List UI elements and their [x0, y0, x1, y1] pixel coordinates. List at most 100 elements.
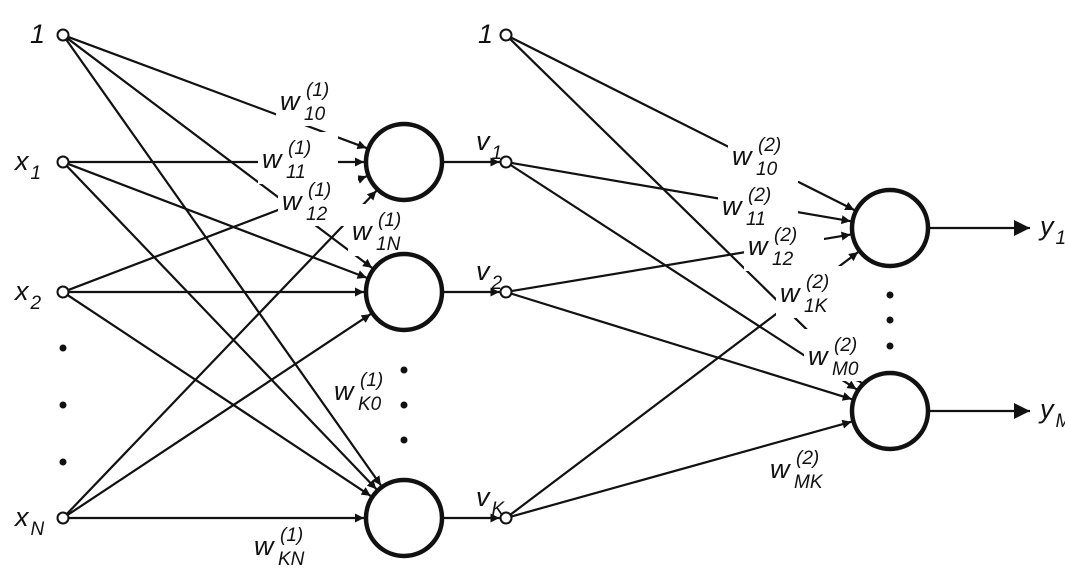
edge-v0-o0: [510, 36, 855, 212]
weight-layer1-1N-superscript: (1): [378, 210, 401, 231]
weight-layer1-K0: w(1) K0: [334, 370, 383, 415]
input-node-x1: [56, 155, 70, 169]
input-node-xN: [56, 511, 70, 525]
weight-layer1-10-subscript: 10: [304, 104, 326, 125]
hidden-output-label-v2-symbol: v: [476, 256, 491, 286]
output-label-yM: yM: [1038, 394, 1065, 432]
weight-layer1-1N-bg: [348, 204, 428, 256]
label-backgrounds: [258, 74, 884, 381]
input-ellipsis-dot-1: [59, 401, 67, 409]
weight-layer1-KN-superscript: (1): [280, 525, 303, 546]
weight-layer2-1K-bg: [776, 266, 856, 318]
output-label-y1: y1: [1038, 211, 1065, 249]
edge-in0-h1: [66, 37, 373, 269]
weight-layer1-K0-symbol: w: [334, 376, 355, 406]
weight-layer2-M0-symbol: w: [808, 341, 829, 371]
hidden-output-label-bias2: 1: [478, 19, 493, 49]
hidden-neuron-2: [363, 251, 445, 333]
weight-layer1-1N-subscript: 1N: [376, 234, 401, 255]
input-label-bias1-symbol: 1: [30, 19, 45, 49]
labels: 1x1x2xN1v1v2vKy1yMw(1)10w(1)11w(1)12w(1)…: [13, 19, 1065, 570]
weight-layer1-K0-superscript: (1): [360, 370, 383, 391]
input-label-x1-subscript: 1: [31, 163, 42, 184]
output-ellipsis-dot-2: [886, 342, 894, 350]
weight-layer1-12-subscript: 12: [306, 204, 328, 225]
output-neuron-1: [849, 187, 931, 269]
hidden-output-label-v2-subscript: 2: [491, 273, 503, 294]
weight-layer1-12: w(1)12: [282, 180, 331, 225]
output-neuron-2: [849, 370, 931, 452]
weight-layer1-KN-symbol: w: [254, 531, 275, 561]
weight-layer2-MK-symbol: w: [770, 454, 791, 484]
hidden-output-node-v2: [499, 285, 513, 299]
weight-layer2-12-subscript: 12: [772, 249, 794, 270]
hidden-output-node-bias2: [499, 28, 513, 42]
output-ellipsis-dot-1: [886, 316, 894, 324]
weight-layer2-M0-superscript: (2): [834, 335, 857, 356]
weight-layer2-1K-superscript: (2): [806, 272, 829, 293]
weight-layer2-10-bg: [728, 129, 808, 181]
hidden-output-label-vK-subscript: K: [492, 499, 506, 520]
weight-layer2-MK: w(2) MK: [770, 448, 824, 493]
edge-in3-h0: [66, 190, 378, 515]
weight-layer1-11: w(1)11: [262, 138, 311, 183]
edge-in2-h2: [66, 294, 372, 497]
edge-in0-h0: [67, 35, 367, 150]
weight-layer1-11-subscript: 11: [286, 162, 306, 183]
weight-layer1-12-superscript: (1): [308, 180, 331, 201]
weight-layer2-1K: w(2) 1K: [780, 272, 829, 317]
edge-v1-o1: [510, 164, 858, 391]
weight-layer2-12-bg: [744, 219, 824, 271]
edge-in0-h2: [65, 38, 382, 486]
nodes: [56, 28, 931, 559]
weight-layer2-MK-subscript: MK: [794, 472, 824, 493]
weight-layer2-M0-bg: [804, 329, 884, 381]
hidden-output-label-v1-subscript: 1: [492, 143, 503, 164]
hidden-neuron-3: [363, 477, 445, 559]
input-label-x1-symbol: x: [13, 146, 30, 176]
output-label-y1-symbol: y: [1038, 211, 1055, 241]
input-ellipsis-dot-0: [59, 344, 67, 352]
weight-layer1-10-superscript: (1): [306, 80, 329, 101]
weight-layer2-11: w(2) 11: [722, 185, 771, 230]
weight-layer1-K0-subscript: K0: [358, 394, 382, 415]
weight-layer1-KN: w(1)KN: [254, 525, 305, 570]
hidden-output-label-bias2-symbol: 1: [478, 19, 493, 49]
input-node-x2: [56, 285, 70, 299]
weight-layer2-M0: w(2)M0: [808, 335, 859, 380]
edge-in3-h1: [66, 313, 372, 516]
weight-layer2-1K-symbol: w: [780, 278, 801, 308]
weight-layer2-10-symbol: w: [732, 141, 753, 171]
weight-layer1-1N: w(1)1N: [352, 210, 401, 255]
hidden-output-node-v1: [499, 155, 513, 169]
hidden-ellipsis-dot-2: [400, 436, 408, 444]
edge-v0-o1: [509, 38, 863, 384]
hidden-output-label-v1-symbol: v: [476, 126, 491, 156]
weight-layer2-11-subscript: 11: [746, 209, 766, 230]
edge-in1-h2: [66, 165, 378, 490]
weight-layer1-11-superscript: (1): [288, 138, 311, 159]
output-label-yM-subscript: M: [1056, 411, 1065, 432]
weight-layer2-12-symbol: w: [748, 231, 769, 261]
weight-layer1-10-symbol: w: [280, 86, 301, 116]
weight-layer2-10-subscript: 10: [756, 159, 778, 180]
hidden-ellipsis-dot-1: [400, 401, 408, 409]
weight-layer2-1K-subscript: 1K: [804, 296, 829, 317]
weight-layer2-11-superscript: (2): [748, 185, 771, 206]
weight-layer1-12-bg: [278, 174, 358, 226]
hidden-ellipsis-dot-0: [400, 366, 408, 374]
input-label-x2-symbol: x: [13, 276, 30, 306]
input-label-bias1: 1: [30, 19, 45, 49]
weight-layer2-10-superscript: (2): [758, 135, 781, 156]
output-label-yM-symbol: y: [1038, 394, 1055, 424]
weight-layer1-10-bg: [276, 74, 356, 126]
weight-layer2-MK-superscript: (2): [796, 448, 819, 469]
hidden-output-label-vK-symbol: v: [476, 482, 491, 512]
weight-layer2-11-symbol: w: [722, 191, 743, 221]
